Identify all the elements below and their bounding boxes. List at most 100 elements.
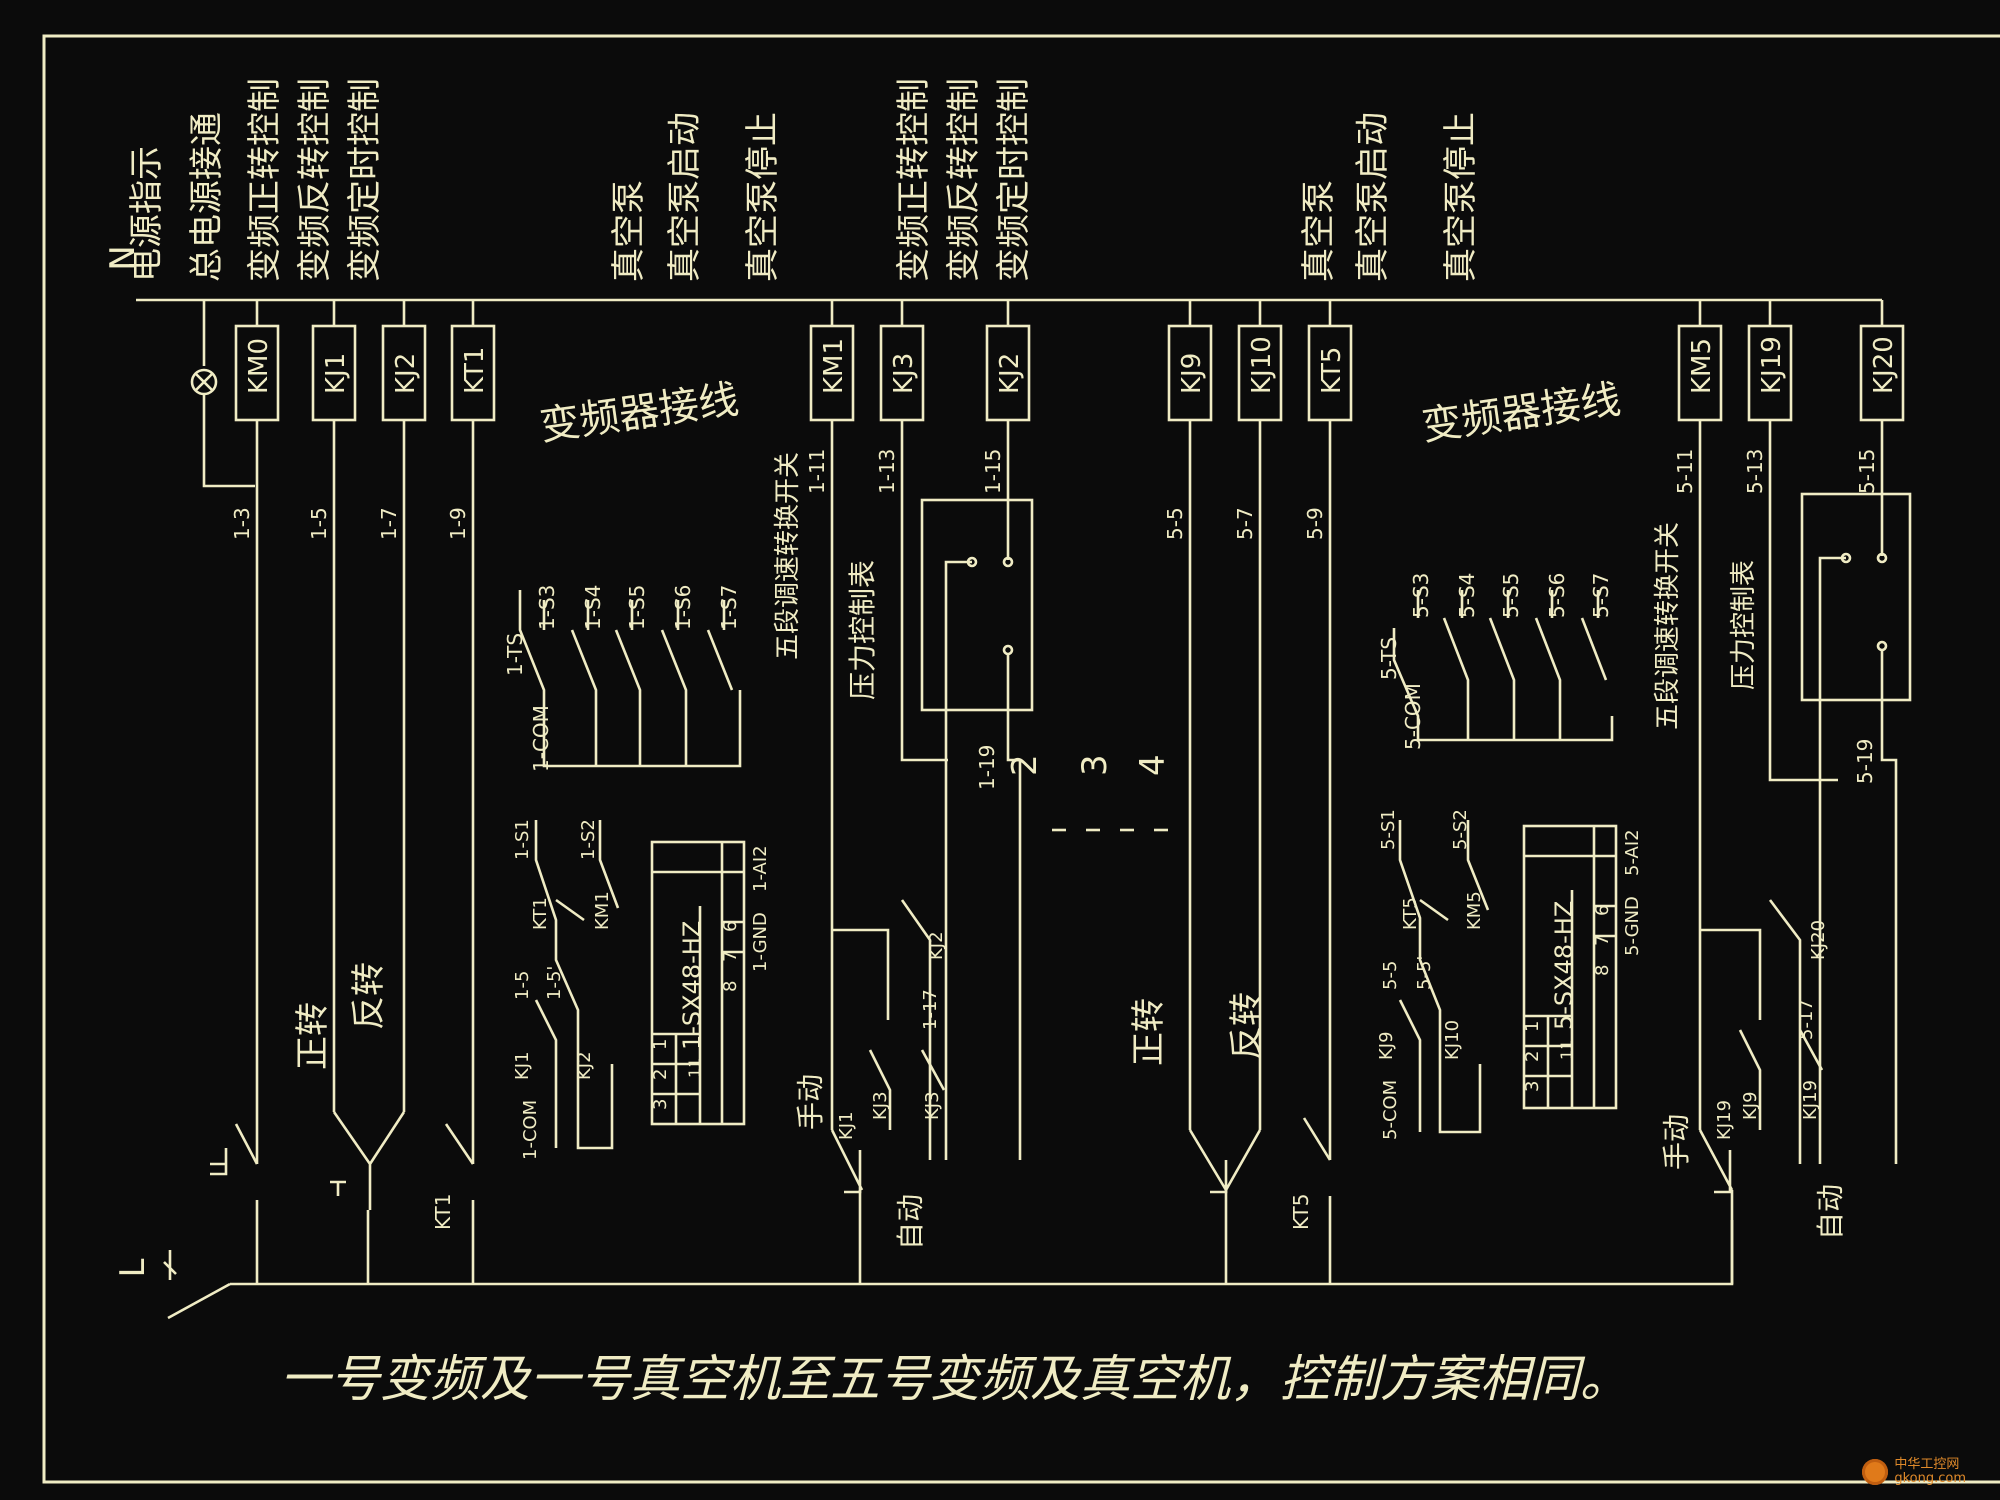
switch-contact-label: 5-S3	[1409, 573, 1433, 618]
timer-terminal: 2	[1522, 1051, 1543, 1062]
coil-label: KJ2	[391, 353, 421, 394]
contact-label: KM1	[592, 891, 613, 930]
wire-number: 5-9	[1303, 507, 1327, 540]
contact-label: 5-COM	[1380, 1080, 1401, 1140]
wire-number: 1-15	[981, 449, 1005, 494]
timer-terminal: 3	[1522, 1081, 1543, 1092]
supply-l-label: L	[113, 1258, 153, 1277]
five-speed-label-2: 五段调速转换开关	[1653, 522, 1683, 730]
wire-number: 1-3	[230, 507, 254, 540]
coil-label: KJ1	[321, 353, 351, 394]
branch-label: 变频反转控制	[295, 78, 335, 282]
contact-label: KT5	[1400, 897, 1421, 930]
coil-kt5: KT5	[1307, 300, 1353, 422]
timer-block-2	[1522, 824, 1618, 1110]
coil-label: KM0	[244, 338, 274, 394]
contact-label: 1-5'	[544, 966, 565, 1000]
timer-gnd: 1-GND	[750, 912, 771, 972]
branch-label: 真空泵	[1299, 180, 1339, 282]
wire-number: 5-7	[1233, 507, 1257, 540]
coil-kj3: KJ3	[879, 300, 925, 422]
coil-label: KT5	[1317, 347, 1347, 394]
gear-logo-icon	[1862, 1459, 1889, 1485]
contact-label: KJ9	[1740, 1091, 1761, 1120]
busbar-l	[230, 1220, 1734, 1286]
branch-label: 真空泵	[609, 180, 649, 282]
contact-label: KJ3	[922, 1091, 943, 1120]
timer-ai: 5-AI2	[1622, 829, 1643, 876]
timer-terminal-11: 11	[685, 1058, 704, 1078]
wire-number: 5-11	[1673, 449, 1697, 494]
branch-label: 变频定时控制	[345, 78, 385, 282]
timer-model-2: 5-SX48-HZ	[1550, 901, 1578, 1030]
coil-label: KJ9	[1177, 353, 1207, 394]
timer-gnd: 5-GND	[1622, 896, 1643, 956]
contact-label: KJ19	[1800, 1080, 1821, 1120]
switch-contact-label: 5-S7	[1589, 573, 1613, 618]
switch-contact-label: 5-TS	[1377, 637, 1401, 680]
contact-network-2	[1398, 820, 1824, 1164]
timer-terminal: 6	[1592, 905, 1613, 916]
timer-terminal: 3	[650, 1099, 671, 1110]
switch-contact-label: 5-COM	[1401, 683, 1425, 750]
switch-contact-label: 5-S5	[1499, 573, 1523, 618]
heading-inverter-1: 变频器接线	[537, 377, 741, 450]
branch-wiring	[255, 420, 1884, 1284]
switch-contact-label: 1-TS	[503, 633, 527, 676]
timer-terminal: 2	[650, 1069, 671, 1080]
mode-forward-2: 正转	[1129, 998, 1169, 1066]
contact-label: 5-S1	[1378, 809, 1399, 850]
timer-terminal: 1	[1522, 1021, 1543, 1032]
coil-kj2: KJ2	[381, 300, 427, 422]
branch-label: 总电源接通	[187, 112, 227, 282]
contact-label: 1-5	[512, 971, 533, 1000]
five-speed-switch-1	[518, 590, 742, 768]
coil-kj9: KJ9	[1167, 300, 1213, 422]
switch-contact-label: 1-S5	[625, 585, 649, 630]
unit-number: 2	[1005, 754, 1045, 776]
mode-auto-1: 自动	[894, 1194, 927, 1250]
mode-reverse-1: 反转	[349, 962, 389, 1030]
contact-label: 1-COM	[520, 1100, 541, 1160]
branch-label: 真空泵启动	[1353, 112, 1393, 282]
switch-contact-label: 1-S4	[581, 585, 605, 630]
timer-block-1	[650, 840, 746, 1126]
branch-label: 真空泵停止	[743, 112, 783, 282]
timer-terminal: 1	[650, 1039, 671, 1050]
wire-number: 5-19	[1853, 739, 1877, 784]
contact-label: KJ1	[836, 1111, 857, 1140]
pressure-gauge-box-1	[920, 498, 1034, 1160]
switch-contact-label: 5-S4	[1455, 573, 1479, 618]
branch-label: 变频反转控制	[944, 78, 984, 282]
contact-label: KJ19	[1714, 1100, 1735, 1140]
pressure-label-1: 压力控制表	[846, 560, 879, 700]
switch-contact-label: 1-S7	[717, 585, 741, 630]
five-speed-label-1: 五段调速转换开关	[773, 452, 803, 660]
coil-kj1: KJ1	[311, 300, 357, 422]
diagram-labels: 变频器接线 变频器接线 五段调速转换开关 五段调速转换开关 压力控制表 压力控制…	[277, 377, 1847, 1408]
branch-label: 真空泵启动	[665, 112, 705, 282]
switch-contact-label: 1-COM	[529, 705, 553, 772]
coil-km0: KM0	[234, 300, 280, 422]
wire-number: 1-9	[446, 507, 470, 540]
timer-terminal: 7	[720, 951, 741, 962]
coil-km5: KM5	[1677, 300, 1723, 422]
contact-label: KJ3	[870, 1091, 891, 1120]
switch-contact-label: 5-S6	[1545, 573, 1569, 618]
supply-n-label: N	[103, 245, 143, 270]
contact-label: 1-17	[920, 989, 941, 1030]
branch-labels: 电源指示总电源接通变频正转控制变频反转控制变频定时控制真空泵真空泵启动真空泵停止…	[127, 78, 1481, 282]
contact-network-1	[534, 820, 946, 1160]
footer-note: 一号变频及一号真空机至五号变频及真空机，控制方案相同。	[277, 1350, 1641, 1408]
coil-label: KJ10	[1247, 336, 1277, 394]
timer-terminal: 6	[720, 921, 741, 932]
contact-label: KJ1	[512, 1051, 533, 1080]
coil-label: KJ19	[1757, 336, 1787, 394]
contact-label: 1-S1	[512, 819, 533, 860]
switch-contact-label: 1-S3	[535, 585, 559, 630]
wire-number: 1-19	[975, 745, 999, 790]
